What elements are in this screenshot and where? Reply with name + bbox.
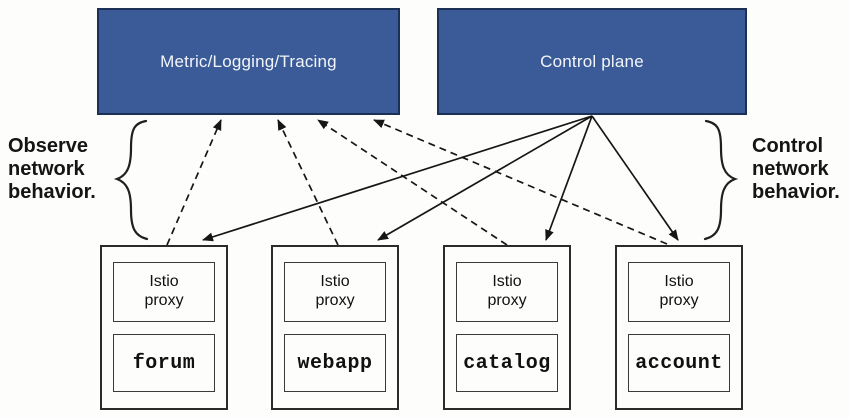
istio-proxy-box: Istio proxy xyxy=(456,262,558,322)
service-name-account: account xyxy=(635,351,723,375)
node-control-plane: Control plane xyxy=(437,8,747,115)
service-box-account: Istio proxy account xyxy=(615,245,743,410)
service-name-webapp: webapp xyxy=(297,351,373,375)
service-name-box: catalog xyxy=(456,334,558,392)
istio-proxy-box: Istio proxy xyxy=(113,262,215,322)
observe-arrow-forum xyxy=(166,119,222,246)
control-arrow-account xyxy=(591,115,679,241)
control-arrow-webapp xyxy=(377,115,593,241)
service-name-forum: forum xyxy=(132,351,196,375)
node-metric-label: Metric/Logging/Tracing xyxy=(160,51,337,71)
service-box-catalog: Istio proxy catalog xyxy=(443,245,571,410)
observe-arrow-account xyxy=(373,119,668,245)
service-name-box: account xyxy=(628,334,730,392)
service-box-forum: Istio proxy forum xyxy=(100,245,228,410)
istio-proxy-label: Istio proxy xyxy=(144,273,184,309)
istio-proxy-label: Istio proxy xyxy=(315,273,355,309)
istio-proxy-label: Istio proxy xyxy=(487,273,527,309)
observe-arrow-webapp xyxy=(277,119,339,246)
observe-arrow-catalog xyxy=(317,119,508,246)
control-arrow-catalog xyxy=(545,115,593,241)
node-metric-logging-tracing: Metric/Logging/Tracing xyxy=(97,8,400,115)
service-name-box: webapp xyxy=(284,334,386,392)
control-arrow-forum xyxy=(202,115,593,242)
node-control-label: Control plane xyxy=(540,51,644,71)
service-box-webapp: Istio proxy webapp xyxy=(271,245,399,410)
annotation-observe-network-behavior: Observe network behavior. xyxy=(8,135,96,203)
service-name-box: forum xyxy=(113,334,215,392)
brace-right xyxy=(703,119,739,241)
istio-proxy-box: Istio proxy xyxy=(284,262,386,322)
istio-proxy-box: Istio proxy xyxy=(628,262,730,322)
brace-left xyxy=(113,119,149,241)
service-name-catalog: catalog xyxy=(463,351,551,375)
istio-proxy-label: Istio proxy xyxy=(659,273,699,309)
annotation-control-network-behavior: Control network behavior. xyxy=(752,135,840,203)
